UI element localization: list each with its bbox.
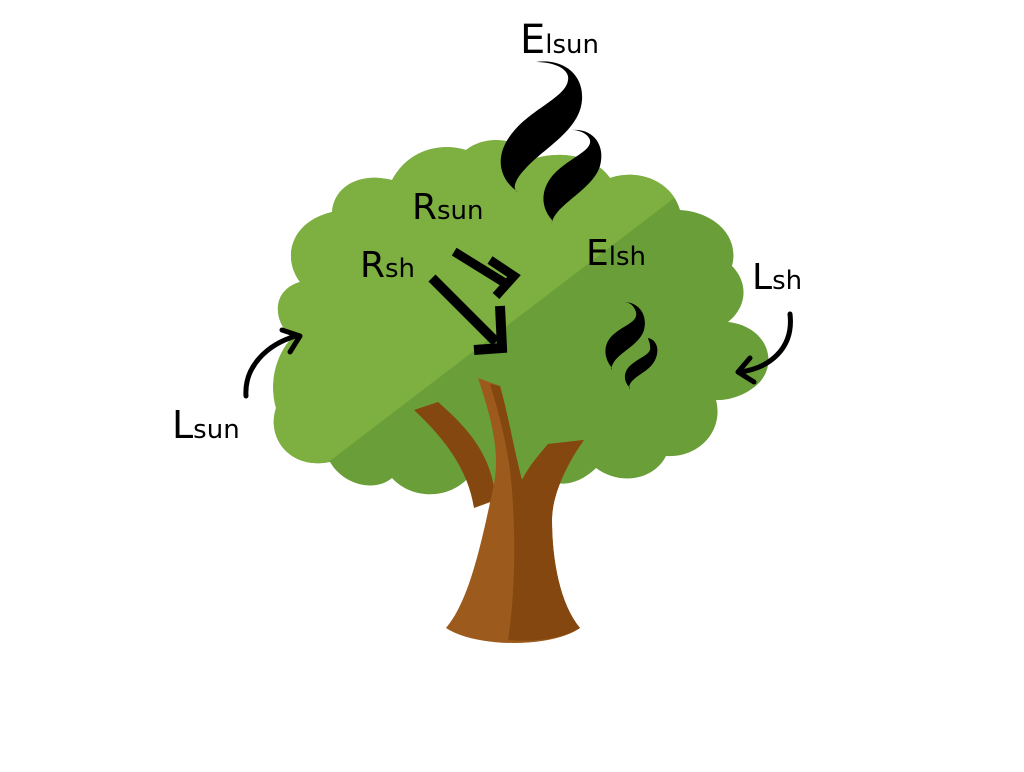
label-r-sh: Rsh: [360, 248, 415, 284]
label-sub: lsh: [608, 242, 646, 272]
label-main: R: [412, 187, 438, 228]
steam-wisp-icon: [624, 338, 658, 389]
label-main: E: [586, 233, 609, 274]
radiation-arrow-icon: [428, 274, 508, 355]
label-sub: sun: [193, 415, 240, 445]
label-main: L: [752, 257, 773, 298]
radiation-arrow-icon: [451, 247, 521, 300]
label-r-sun: Rsun: [412, 190, 484, 226]
label-l-sh: Lsh: [752, 260, 802, 296]
steam-wisp-icon: [543, 129, 602, 224]
label-main: L: [172, 403, 194, 447]
label-e-lsh: Elsh: [586, 236, 646, 272]
label-main: R: [360, 245, 386, 286]
tree-trunk: [414, 378, 584, 643]
label-sub: sh: [385, 254, 416, 284]
steam-wisp-icon: [500, 61, 583, 192]
canopy-sun-side: [273, 140, 700, 470]
trunk-branch-left: [414, 402, 496, 508]
trunk-shade: [490, 384, 584, 641]
longwave-arrow-icon: [243, 327, 303, 399]
label-main: E: [520, 17, 546, 63]
longwave-arrow-icon: [735, 311, 793, 385]
label-sub: sh: [772, 266, 803, 296]
tree-canopy: [273, 140, 769, 495]
label-sub: sun: [437, 196, 484, 226]
steam-wisp-icon: [605, 302, 645, 370]
label-e-lsun: Elsun: [520, 20, 599, 60]
label-sub: lsun: [545, 30, 600, 60]
label-l-sun: Lsun: [172, 406, 240, 444]
